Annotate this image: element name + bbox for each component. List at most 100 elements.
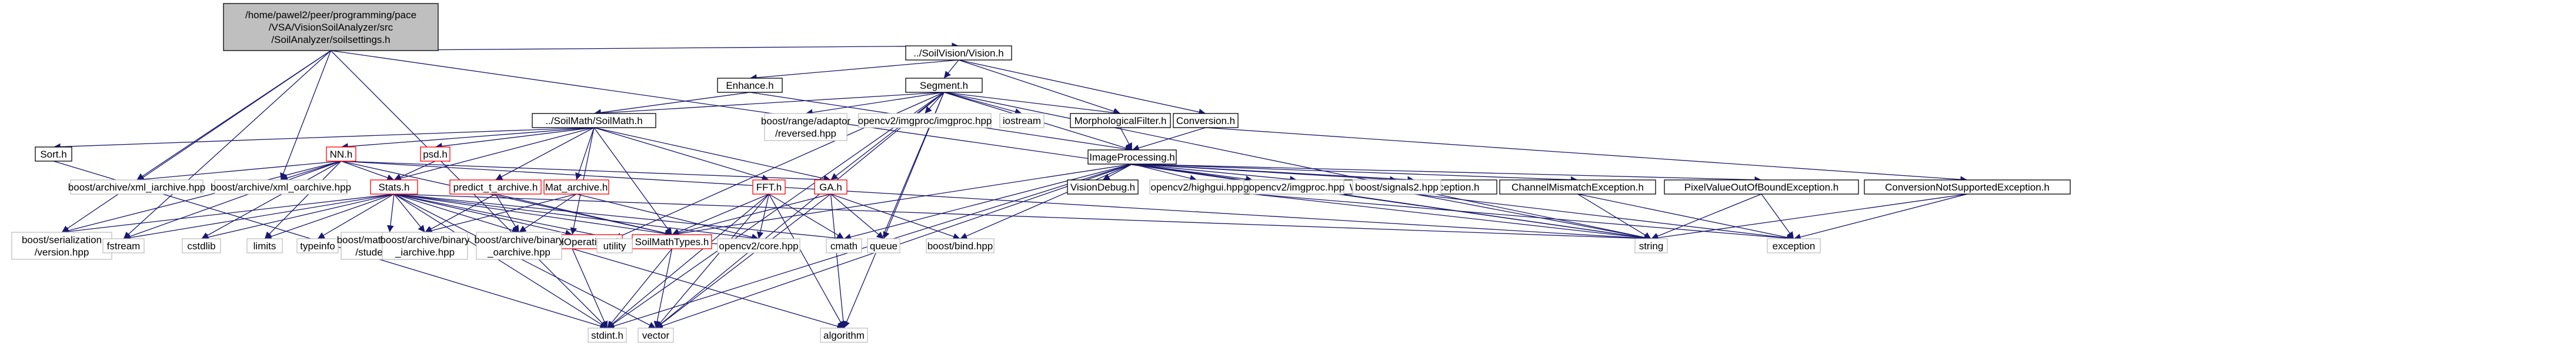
node-stdint[interactable]: stdint.h (588, 328, 627, 343)
node-vector[interactable]: vector (638, 328, 674, 343)
node-box (596, 238, 633, 253)
node-stats[interactable]: Stats.h (370, 179, 418, 195)
node-cstdlib[interactable]: cstdlib (182, 238, 221, 253)
node-label: GA.h (819, 182, 842, 193)
node-label: boost/range/adaptor (761, 116, 851, 127)
node-cvcore[interactable]: opencv2/core.hpp (717, 238, 800, 253)
node-box (326, 146, 356, 162)
edge-chanex-string (1577, 193, 1651, 239)
node-box (370, 179, 418, 195)
node-cmath[interactable]: cmath (826, 238, 862, 253)
edge-root-bxmloa (280, 50, 332, 181)
edge-stats-utility (393, 193, 615, 241)
node-algorithm[interactable]: algorithm (820, 328, 868, 343)
node-label: ConversionNotSupportedException.h (1885, 182, 2050, 193)
node-box (1864, 179, 2071, 195)
node-ga[interactable]: GA.h (814, 179, 847, 195)
node-box (820, 328, 868, 343)
node-label: boost/archive/xml_iarchive.hpp (68, 182, 205, 193)
node-utility[interactable]: utility (596, 238, 633, 253)
node-exception[interactable]: exception (1767, 238, 1821, 253)
node-label: Conversion.h (1176, 115, 1235, 126)
node-segment[interactable]: Segment.h (905, 78, 983, 93)
edge-imgproc-string (1132, 163, 1651, 242)
node-bsignals[interactable]: boost/signals2.hpp (1352, 179, 1442, 195)
node-bradapt[interactable]: boost/range/adaptor/reversed.hpp (761, 113, 851, 141)
edge-chanex-exception (1577, 193, 1794, 241)
node-imgproc[interactable]: ImageProcessing.h (1087, 149, 1177, 165)
node-types[interactable]: SoilMathTypes.h (632, 234, 712, 249)
node-typeinfo[interactable]: typeinfo (296, 238, 339, 253)
node-label: _oarchive.hpp (487, 247, 550, 258)
node-label: Stats.h (379, 182, 410, 193)
node-bxmloa[interactable]: boost/archive/xml_oarchive.hpp (211, 179, 351, 195)
edge-fft-stdint (607, 193, 769, 329)
edge-predict-bbinoa (495, 193, 520, 233)
node-label: psd.h (423, 149, 448, 160)
node-bxmlia[interactable]: boost/archive/xml_iarchive.hpp (68, 179, 205, 195)
edge-nn-limits (264, 161, 342, 239)
node-boostser[interactable]: boost/serialization/version.hpp (11, 232, 112, 260)
edge-vision-conv (958, 59, 1206, 116)
node-chanex[interactable]: ChannelMismatchException.h (1499, 179, 1656, 195)
node-visdebug[interactable]: VisionDebug.h (1067, 179, 1139, 195)
node-layer: /home/pawel2/peer/programming/pace/VSA/V… (11, 3, 2071, 343)
node-mat[interactable]: Mat_archive.h (543, 179, 609, 195)
edge-ga-algorithm (830, 193, 847, 329)
edge-common-stdint (572, 248, 608, 329)
node-cvhighgui[interactable]: opencv2/highgui.hpp (1149, 179, 1244, 195)
node-sort[interactable]: Sort.h (35, 146, 72, 162)
edge-nn-cstdlib (201, 161, 342, 239)
node-label: string (1639, 241, 1664, 252)
node-pixex[interactable]: PixelValueOutOfBoundException.h (1664, 179, 1859, 195)
node-soilmath[interactable]: ../SoilMath/SoilMath.h (532, 113, 656, 128)
node-convex[interactable]: ConversionNotSupportedException.h (1864, 179, 2071, 195)
node-label: algorithm (823, 330, 865, 341)
node-predict[interactable]: predict_t_archive.h (449, 179, 542, 195)
node-cvimgproc2[interactable]: opencv2/imgproc.hpp (1249, 179, 1345, 195)
node-cvimgproc[interactable]: opencv2/imgproc/imgproc.hpp (858, 113, 992, 128)
node-box (588, 328, 627, 343)
edge-root-bxmlia (136, 50, 331, 181)
edge-fft-cmath (769, 193, 845, 239)
edge-ga-vector (655, 193, 831, 329)
node-string[interactable]: string (1634, 238, 1668, 253)
edge-imgproc-bbind (960, 163, 1133, 239)
node-fstream[interactable]: fstream (102, 238, 145, 253)
node-limits[interactable]: limits (246, 238, 283, 253)
node-conv[interactable]: Conversion.h (1173, 113, 1239, 128)
node-box (1249, 179, 1344, 195)
edge-ga-bbind (830, 193, 960, 240)
node-vision[interactable]: ../SoilVision/Vision.h (905, 45, 1012, 61)
edge-stats-vector (393, 193, 656, 329)
node-label: /reversed.hpp (775, 128, 836, 139)
node-queue[interactable]: queue (867, 238, 900, 253)
node-label: opencv2/imgproc.hpp (1249, 182, 1345, 193)
node-label: FFT.h (756, 182, 782, 193)
node-bbinia[interactable]: boost/archive/binary_iarchive.hpp (380, 232, 470, 260)
node-nn[interactable]: NN.h (326, 146, 356, 162)
node-label: exception (1773, 241, 1816, 252)
node-box (1499, 179, 1656, 195)
node-label: vector (642, 330, 670, 341)
node-iostream[interactable]: iostream (999, 113, 1045, 128)
node-fft[interactable]: FFT.h (752, 179, 786, 195)
edge-imgproc-types (672, 163, 1133, 238)
node-enhance[interactable]: Enhance.h (717, 78, 783, 93)
edge-wrongex-exception (1414, 193, 1794, 242)
node-box (1067, 179, 1139, 195)
node-morph[interactable]: MorphologicalFilter.h (1070, 113, 1171, 128)
node-root[interactable]: /home/pawel2/peer/programming/pace/VSA/V… (223, 3, 439, 51)
node-bbinoa[interactable]: boost/archive/binary_oarchive.hpp (474, 232, 564, 260)
edge-ga-queue (830, 193, 884, 239)
edge-imgproc-cmath (843, 163, 1133, 241)
edge-predict-types (495, 193, 672, 237)
edge-mat-bbinia (425, 193, 577, 234)
edge-imgproc-cvhighgui (1132, 163, 1197, 182)
node-box (752, 179, 786, 195)
edge-nn-bxmlia (136, 161, 342, 183)
edge-conv-convex (1205, 127, 1968, 183)
node-bbind[interactable]: boost/bind.hpp (926, 238, 995, 253)
node-psd[interactable]: psd.h (420, 146, 451, 162)
node-label: opencv2/imgproc/imgproc.hpp (858, 115, 992, 126)
